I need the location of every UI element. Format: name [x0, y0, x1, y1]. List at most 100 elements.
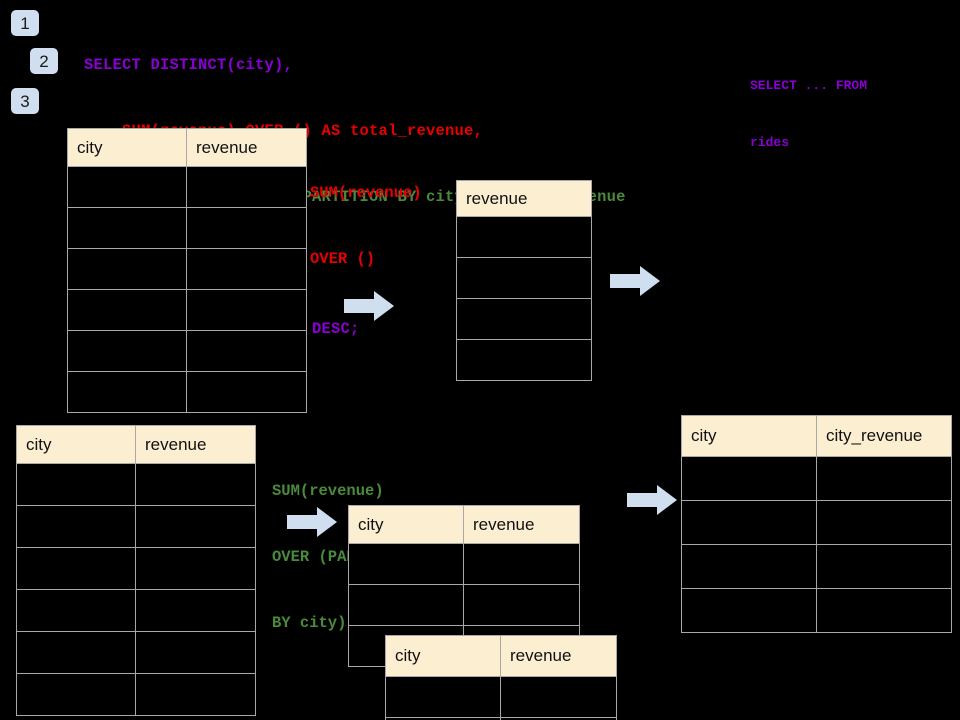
table-cell	[186, 166, 307, 208]
table-row	[456, 257, 592, 299]
column-header-revenue: revenue	[186, 128, 307, 167]
column-header-revenue: revenue	[463, 505, 580, 544]
side-note-line-2: rides	[750, 135, 790, 150]
column-header-city: city	[681, 415, 817, 457]
table-cell	[67, 289, 187, 331]
table-row	[67, 330, 307, 372]
table-row	[67, 166, 307, 208]
table-row	[67, 371, 307, 413]
table-row	[348, 584, 580, 626]
table-cell	[135, 547, 256, 590]
side-note-select-from: SELECT ... FROM rides	[750, 38, 867, 190]
table-row	[16, 547, 256, 590]
table-cell	[463, 584, 580, 626]
arrow-source-to-partition	[287, 507, 337, 537]
table-cell	[67, 166, 187, 208]
table-row	[16, 673, 256, 716]
table-cell	[186, 248, 307, 290]
table-cell	[816, 500, 952, 545]
step-badge-2[interactable]: 2	[30, 48, 58, 74]
annotation-city-revenue-line-3: BY city)	[272, 614, 347, 632]
step-badge-1[interactable]: 1	[11, 10, 39, 36]
table-cell	[681, 588, 817, 633]
table-source-bottom: city revenue	[16, 425, 256, 716]
table-row	[67, 289, 307, 331]
table-row	[348, 543, 580, 585]
step-badge-2-label: 2	[39, 51, 49, 71]
table-cell	[186, 330, 307, 372]
annotation-city-revenue-line-1: SUM(revenue)	[272, 482, 384, 500]
table-row	[456, 298, 592, 340]
table-cell	[67, 371, 187, 413]
column-header-revenue: revenue	[456, 180, 592, 217]
table-cell	[681, 544, 817, 589]
column-header-city: city	[385, 635, 501, 677]
step-badge-3-label: 3	[20, 91, 30, 111]
table-row	[385, 717, 617, 720]
table-header-row: city revenue	[385, 635, 617, 677]
table-cell	[186, 207, 307, 249]
table-cell	[456, 257, 592, 299]
table-cell	[135, 631, 256, 674]
arrow-total-to-result	[610, 266, 660, 296]
table-cell	[456, 298, 592, 340]
table-cell	[186, 371, 307, 413]
table-cell	[500, 676, 617, 718]
sql-line-select: SELECT DISTINCT(city),	[84, 56, 294, 74]
table-cell	[16, 673, 136, 716]
table-header-row: city revenue	[67, 128, 307, 167]
table-row	[385, 676, 617, 718]
table-cell	[500, 717, 617, 720]
table-cell	[816, 456, 952, 501]
table-cell	[816, 544, 952, 589]
table-row	[456, 216, 592, 258]
table-cell	[816, 588, 952, 633]
table-cell	[67, 207, 187, 249]
table-cell	[135, 673, 256, 716]
table-total-revenue: revenue	[456, 180, 592, 381]
column-header-revenue: revenue	[135, 425, 256, 464]
table-row	[681, 500, 952, 545]
table-cell	[16, 463, 136, 506]
table-cell	[16, 547, 136, 590]
table-source-top: city revenue	[67, 128, 307, 413]
table-header-row: city revenue	[348, 505, 580, 544]
arrow-partition-to-result	[627, 485, 677, 515]
table-row	[681, 588, 952, 633]
table-row	[16, 463, 256, 506]
table-cell	[16, 589, 136, 632]
table-row	[67, 248, 307, 290]
table-cell	[16, 631, 136, 674]
annotation-total-revenue: SUM(revenue) OVER ()	[310, 138, 422, 314]
table-row	[16, 505, 256, 548]
table-cell	[348, 543, 464, 585]
table-cell	[463, 543, 580, 585]
table-row	[681, 544, 952, 589]
table-cell	[681, 456, 817, 501]
table-header-row: city revenue	[16, 425, 256, 464]
step-badge-3[interactable]: 3	[11, 88, 39, 114]
table-row	[16, 631, 256, 674]
column-header-city: city	[67, 128, 187, 167]
table-cell	[67, 248, 187, 290]
table-cell	[456, 339, 592, 381]
table-header-row: revenue	[456, 180, 592, 217]
table-row	[67, 207, 307, 249]
table-row	[681, 456, 952, 501]
annotation-total-revenue-line-1: SUM(revenue)	[310, 184, 422, 202]
table-cell	[135, 589, 256, 632]
column-header-city-revenue: city_revenue	[816, 415, 952, 457]
side-note-line-1: SELECT ... FROM	[750, 78, 868, 93]
table-cell	[135, 505, 256, 548]
table-row	[456, 339, 592, 381]
table-cell	[67, 330, 187, 372]
column-header-city: city	[16, 425, 136, 464]
table-partition-front: city revenue	[385, 635, 617, 720]
annotation-total-revenue-line-2: OVER ()	[310, 250, 376, 268]
step-badge-1-label: 1	[20, 13, 30, 33]
table-cell	[16, 505, 136, 548]
table-header-row: city city_revenue	[681, 415, 952, 457]
column-header-city: city	[348, 505, 464, 544]
table-cell	[385, 676, 501, 718]
